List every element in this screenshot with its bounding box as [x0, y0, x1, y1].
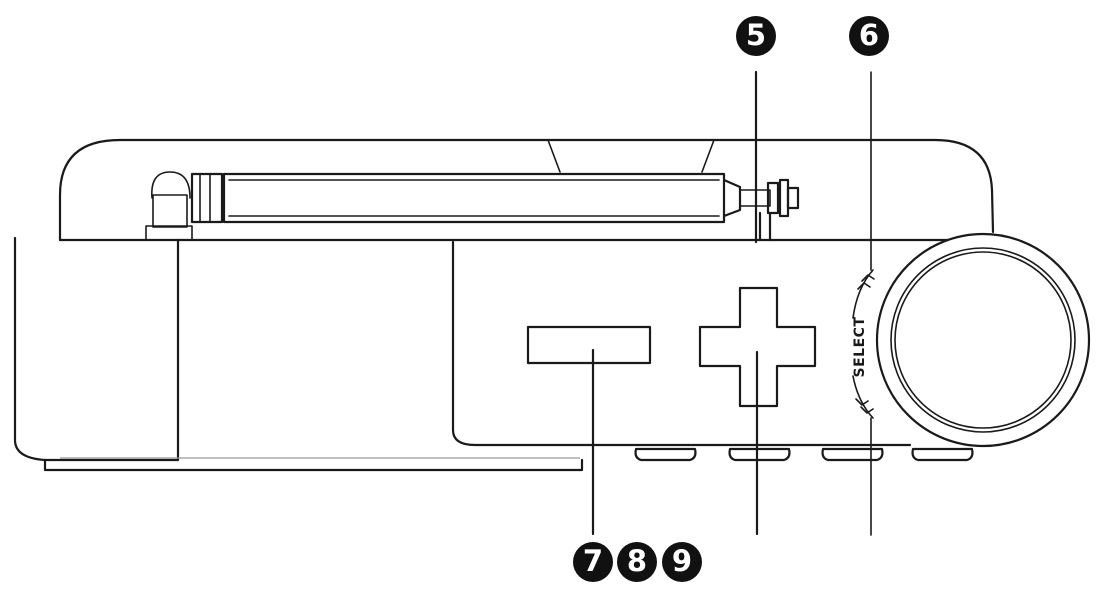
callout-5: 5: [736, 16, 776, 56]
callout-7: 7: [573, 542, 613, 582]
select-arc-upper: [852, 269, 874, 319]
callout-5-number: 5: [746, 18, 766, 52]
housing-center-notch: [547, 139, 715, 173]
telescopic-antenna: [145, 171, 800, 242]
rectangular-button[interactable]: [526, 325, 652, 365]
callout-7-number: 7: [583, 544, 603, 578]
directional-pad[interactable]: [698, 286, 817, 408]
select-arc-lower: [852, 375, 874, 419]
callout-9: 9: [662, 542, 702, 582]
center-body-panel: [451, 240, 912, 447]
edge-button-2[interactable]: [728, 447, 791, 462]
upper-housing-outline: [58, 138, 995, 242]
callout-9-number: 9: [672, 544, 692, 578]
callout-6-number: 6: [859, 18, 879, 52]
double-chevron-up-icon: [857, 274, 875, 290]
left-body-block: [13, 236, 180, 462]
edge-button-1[interactable]: [634, 447, 697, 462]
edge-button-3[interactable]: [821, 447, 884, 462]
tuning-knob-face: [894, 251, 1072, 429]
select-label: SELECT: [852, 317, 868, 378]
bottom-edge-buttons: [634, 447, 974, 462]
callout-6: 6: [849, 16, 889, 56]
tuning-knob-inner: [890, 247, 1076, 433]
callout-8-number: 8: [627, 544, 647, 578]
double-chevron-down-icon: [855, 398, 874, 414]
tuning-knob-outer: [875, 232, 1091, 448]
body-bottom-lip: [43, 458, 584, 472]
edge-button-4[interactable]: [911, 447, 974, 462]
callout-8: 8: [617, 542, 657, 582]
